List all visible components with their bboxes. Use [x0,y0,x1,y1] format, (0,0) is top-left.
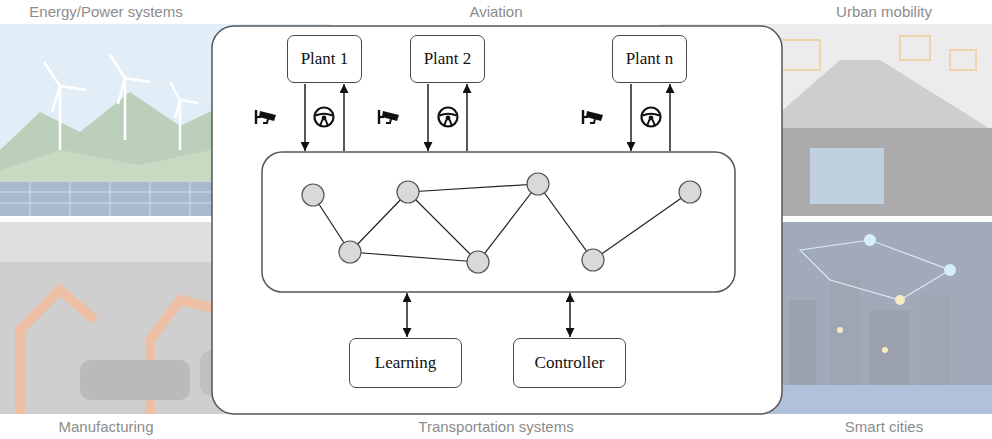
plant-box: Plant 1 [287,35,362,83]
controller-box: Controller [513,338,626,388]
network-links [313,184,690,262]
domain-label: Urban mobility [836,2,932,22]
domain-label: Aviation [469,2,522,22]
sensor-icons [256,110,603,124]
box-label: Plant 1 [301,49,349,69]
plant-box: Plant 2 [410,35,485,83]
network-nodes [302,173,701,273]
box-label: Plant 2 [424,49,472,69]
network-box [262,152,735,292]
box-label: Plant n [626,49,674,69]
domain-label: Manufacturing [58,417,153,437]
plant-box: Plant n [612,35,687,83]
system-panel [212,26,782,414]
domain-label: Transportation systems [418,417,573,437]
actuator-icons [315,108,661,127]
domain-label: Energy/Power systems [29,2,182,22]
box-label: Learning [375,353,436,373]
learning-box: Learning [349,338,462,388]
io-arrows [305,84,670,337]
domain-label: Smart cities [845,417,923,437]
box-label: Controller [535,353,605,373]
